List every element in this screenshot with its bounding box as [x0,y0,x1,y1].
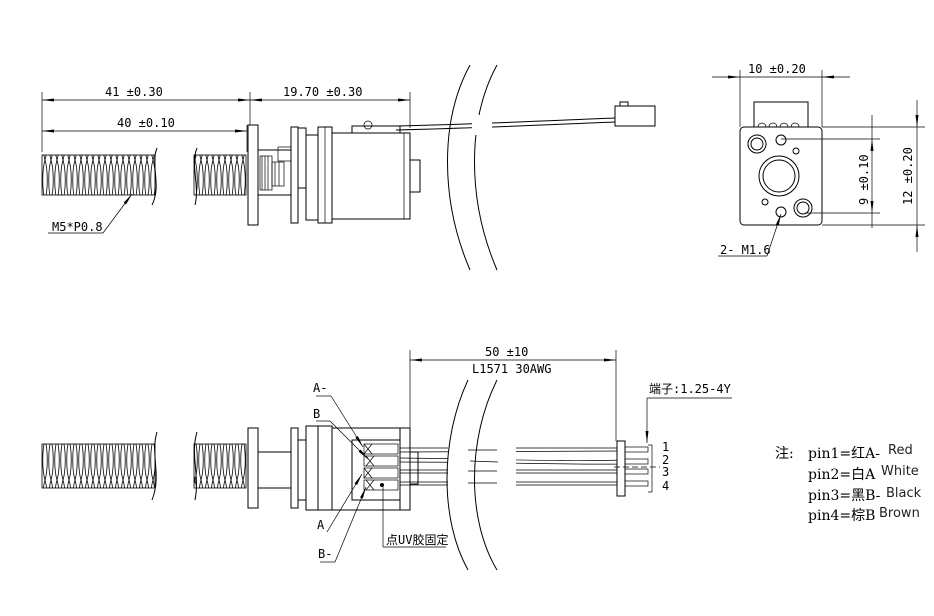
pin-notes: 注: pin1=红A- Red pin2=白A White pin3=黑B- B… [775,443,922,524]
wire-spec: L1571 30AWG [472,362,551,376]
bottom-view: 1 2 3 4 50 ±10 L1571 30AWG 端子:1.25-4Y A-… [41,345,732,571]
note-pin3-color: Black [886,486,922,501]
note-pin4-color: Brown [879,506,920,521]
notes-prefix: 注: [775,446,794,462]
glue-label: 点UV胶固定 [386,532,448,547]
lead-screw [193,154,247,196]
note-pin2: pin2=白A [808,467,876,483]
pin-number: 1 [662,440,669,454]
motor-body [331,132,411,220]
dim-total-screw: 41 ±0.30 [105,85,163,99]
terminal-block [351,439,401,501]
m16-hole [775,206,787,218]
lead-screw [41,443,156,489]
connector [614,105,656,127]
coil-label-b: B [313,407,320,421]
coil-label-b-minus: B- [318,547,332,561]
m16-hole [775,134,787,146]
lead-screw [41,154,156,196]
hole-label: 2- M1.6 [720,243,771,257]
dim-thread: 40 ±0.10 [117,116,175,130]
note-pin1: pin1=红A- [808,446,880,462]
pin-number: 3 [662,465,669,479]
wire-connector [616,440,626,497]
note-pin4: pin4=棕B [808,508,875,524]
dim-hole-spacing: 9 ±0.10 [857,154,871,205]
end-view: 10 ±0.20 9 ±0.10 12 ±0.20 2- M1.6 [712,62,925,257]
coil-label-a: A [317,518,325,532]
pin-number: 4 [662,479,669,493]
lead-screw [193,443,247,489]
note-pin1-color: Red [888,443,913,458]
end-plate [739,126,823,226]
note-pin2-color: White [881,464,919,479]
thread-label: M5*P0.8 [52,220,103,234]
coil-label-a-minus: A- [313,381,327,395]
note-pin3: pin3=黑B- [808,488,881,504]
dim-height: 12 ±0.20 [901,147,915,205]
dim-wire-length: 50 ±10 [485,345,528,359]
pin-number: 2 [662,453,669,467]
dim-motor: 19.70 ±0.30 [283,85,362,99]
motor-end-boss [409,159,421,193]
terminal-label: 端子:1.25-4Y [649,382,732,396]
dim-width: 10 ±0.20 [748,62,806,76]
top-view: 41 ±0.30 19.70 ±0.30 40 ±0.10 M5*P0.8 [41,64,656,271]
front-plate [247,124,259,226]
